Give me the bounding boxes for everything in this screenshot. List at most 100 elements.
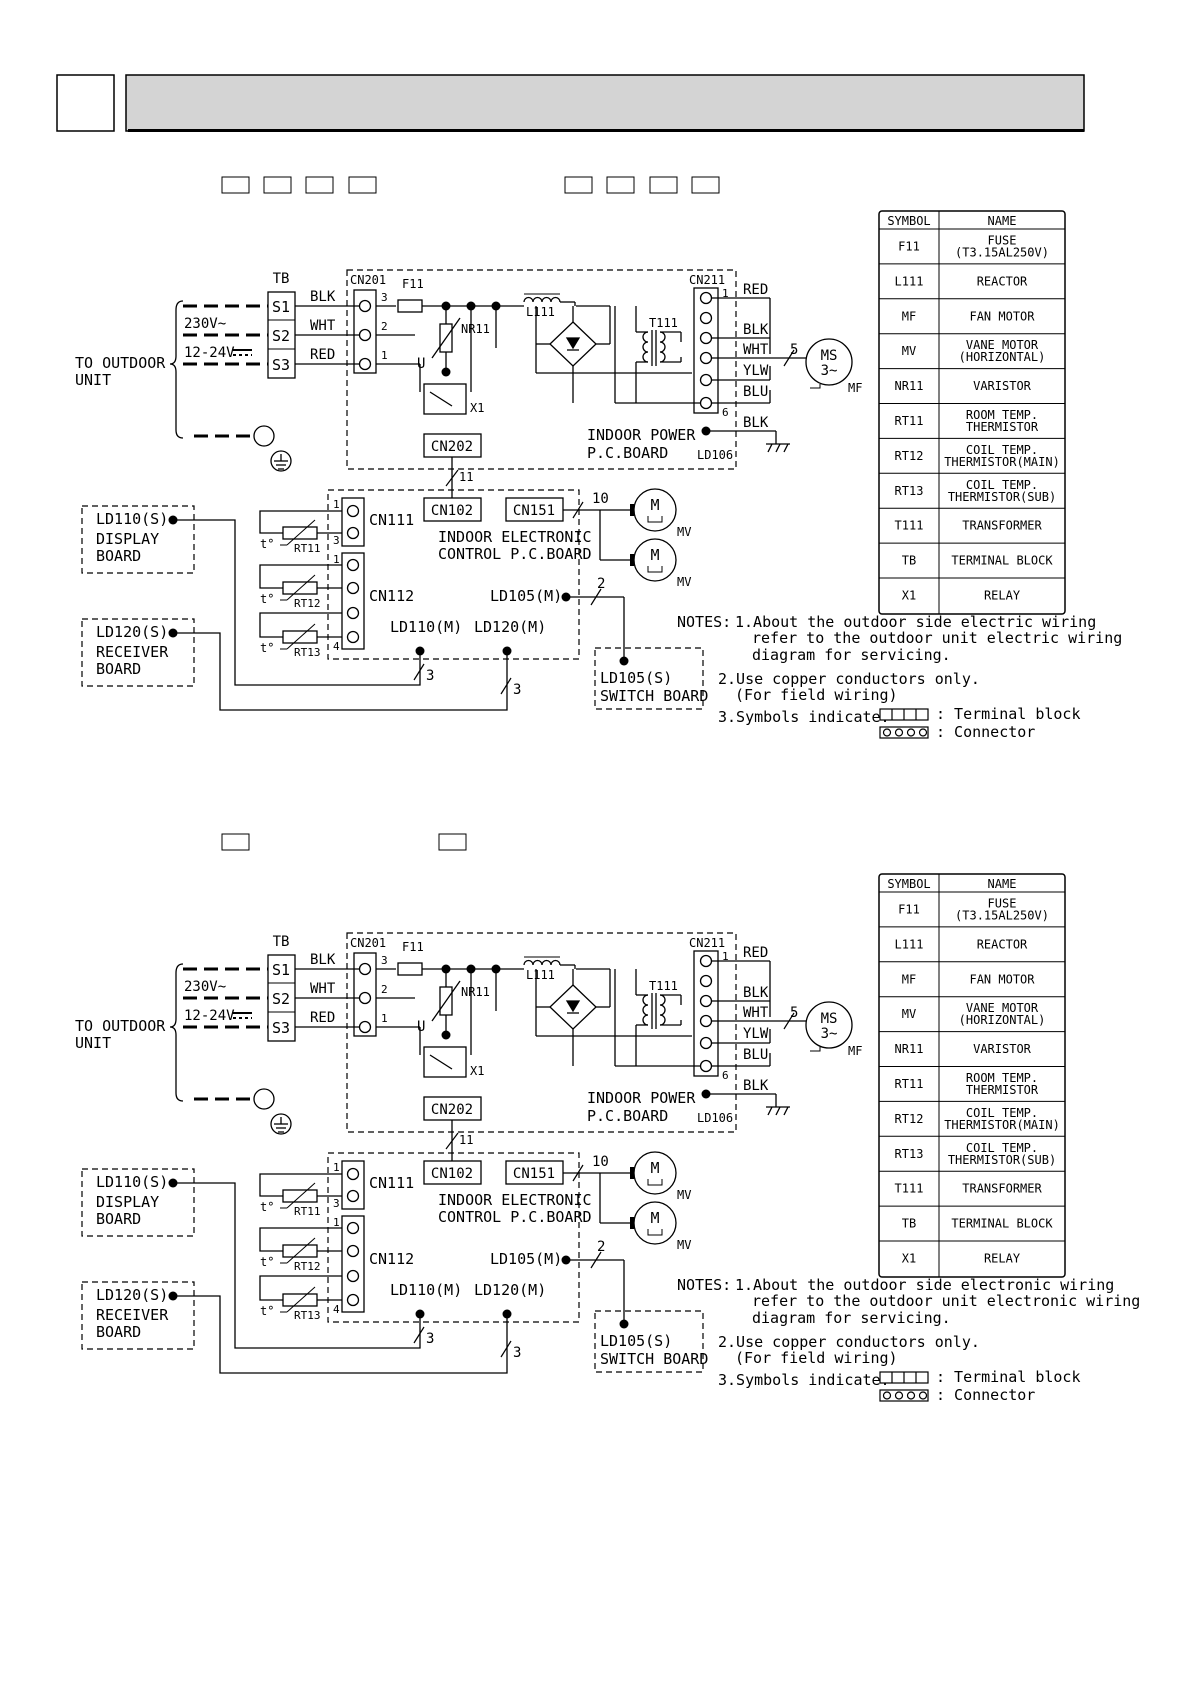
to-outdoor-label-2: UNIT	[75, 1034, 111, 1052]
cn112-label: CN112	[369, 1250, 414, 1268]
fan-motor-symbol: MS 3~ MF	[805, 338, 862, 395]
terminal-block: TB S1 S2 S3	[267, 271, 296, 379]
table-row-name-2: THERMISTOR	[966, 420, 1039, 434]
table-row-symbol: TB	[902, 1217, 916, 1231]
receiver-label: RECEIVER	[96, 1306, 169, 1324]
table-row-symbol: NR11	[895, 379, 924, 393]
thermistor-rt12: t° RT12	[259, 1227, 342, 1273]
l111-label: L111	[526, 305, 555, 319]
motor-wire-blu: BLU	[743, 384, 768, 400]
mv-label: MV	[677, 1188, 691, 1202]
s1-label: S1	[272, 961, 290, 979]
fuse-label: F11	[402, 277, 424, 291]
notes-label: NOTES:	[677, 1276, 731, 1294]
table-row-symbol: X1	[902, 588, 916, 602]
table-row-name: VANE MOTOR	[966, 1001, 1039, 1015]
motor-wire-count: 5	[790, 1005, 798, 1021]
cn151-label: CN151	[513, 503, 555, 519]
diode-bridge-symbol	[549, 969, 597, 1066]
mv-label: MV	[677, 525, 691, 539]
motor-wire-ylw: YLW	[743, 363, 769, 379]
table-row-symbol: T111	[895, 519, 924, 533]
note-1-line-3: diagram for servicing.	[752, 646, 951, 664]
receiver-board: LD120(S) RECEIVER BOARD	[81, 1281, 195, 1350]
voltage-1224-label: 12-24V	[184, 1008, 235, 1024]
receiver-label: RECEIVER	[96, 643, 169, 661]
table-row-name: VANE MOTOR	[966, 338, 1039, 352]
table-row-name: ROOM TEMP.	[966, 1071, 1038, 1085]
cn111-pin3: 3	[333, 534, 340, 547]
cn112-connector	[341, 1215, 365, 1313]
rt13-label: RT13	[294, 646, 321, 659]
cn112-label: CN112	[369, 587, 414, 605]
display-wire-count: 3	[426, 1331, 434, 1347]
voltage-1224-label: 12-24V	[184, 345, 235, 361]
cn111-pin3: 3	[333, 1197, 340, 1210]
reactor-symbol	[523, 296, 561, 303]
display-label: DISPLAY	[96, 1193, 159, 1211]
cn111-connector	[341, 1160, 365, 1210]
table-row-name: VARISTOR	[973, 1042, 1032, 1056]
table-row-symbol: L111	[895, 274, 924, 288]
ms-phase-label: 3~	[821, 1026, 838, 1042]
field-wiring	[183, 967, 268, 1101]
control-pcb-label: INDOOR ELECTRONIC	[438, 528, 592, 546]
control-pcb-label-2: CONTROL P.C.BOARD	[438, 545, 592, 563]
cn211-pin6: 6	[722, 1069, 729, 1082]
ld105s-label: LD105(S)	[600, 669, 672, 687]
table-row-name-2: (T3.15AL250V)	[955, 908, 1049, 922]
table-row-symbol: NR11	[895, 1042, 924, 1056]
rt13-t-label: t°	[260, 1304, 274, 1318]
voltage-230-label: 230V~	[184, 979, 226, 995]
ms-label: MS	[821, 1011, 838, 1027]
table-row-symbol: RT13	[895, 484, 924, 498]
receiver-label-2: BOARD	[96, 1323, 141, 1341]
rt11-t-label: t°	[260, 1200, 274, 1214]
cn112-connector	[341, 552, 365, 650]
table-row-name: TERMINAL BLOCK	[951, 1217, 1053, 1231]
x1-label: X1	[470, 401, 484, 415]
cn102-label: CN102	[431, 1166, 473, 1182]
vane-motor-2: M MV	[630, 538, 691, 589]
ld106-label: LD106	[697, 1111, 733, 1125]
table-row-symbol: MV	[902, 1007, 916, 1021]
note-1-line-1: 1.About the outdoor side electronic wiri…	[735, 1276, 1114, 1294]
control-pcb-label: INDOOR ELECTRONIC	[438, 1191, 592, 1209]
tb-label: TB	[273, 271, 290, 287]
table-row-symbol: L111	[895, 937, 924, 951]
motor-wire-count: 5	[790, 342, 798, 358]
table-row-symbol: F11	[898, 239, 920, 253]
motor-wire-blk: BLK	[743, 985, 769, 1001]
s3-label: S3	[272, 1019, 290, 1037]
earth-icon	[270, 450, 292, 472]
table-row-symbol: F11	[898, 902, 920, 916]
cn112-pin1: 1	[333, 553, 340, 566]
cn112-pin4: 4	[333, 640, 340, 653]
switch-board-label: SWITCH BOARD	[600, 687, 708, 705]
indoor-power-pcb-outline	[346, 269, 737, 470]
ld120m-label: LD120(M)	[474, 1281, 546, 1299]
note-3-line: 3.Symbols indicate.	[718, 1371, 890, 1389]
receiver-board: LD120(S) RECEIVER BOARD	[81, 618, 195, 687]
note-2-line-1: 2.Use copper conductors only.	[718, 670, 980, 688]
cn201-label: CN201	[350, 936, 386, 950]
header-title-bar	[125, 74, 1085, 132]
wire-red-label: RED	[310, 1010, 335, 1026]
cn111-pin1: 1	[333, 498, 340, 511]
ms-label: MS	[821, 348, 838, 364]
rt12-label: RT12	[294, 1260, 321, 1273]
switch-wire-count: 2	[597, 576, 605, 592]
table-row-name-2: THERMISTOR(MAIN)	[944, 455, 1060, 469]
s2-label: S2	[272, 990, 290, 1008]
cn112-pin4: 4	[333, 1303, 340, 1316]
fuse-symbol	[397, 962, 423, 976]
thermistor-rt13: t° RT13	[259, 1275, 342, 1322]
terminal-block-legend: : Terminal block	[936, 1368, 1081, 1386]
table-row-name-2: THERMISTOR	[966, 1083, 1039, 1097]
ld105m-label: LD105(M)	[490, 1250, 562, 1268]
table-row-symbol: RT13	[895, 1147, 924, 1161]
pin-1-label: 1	[381, 349, 388, 362]
